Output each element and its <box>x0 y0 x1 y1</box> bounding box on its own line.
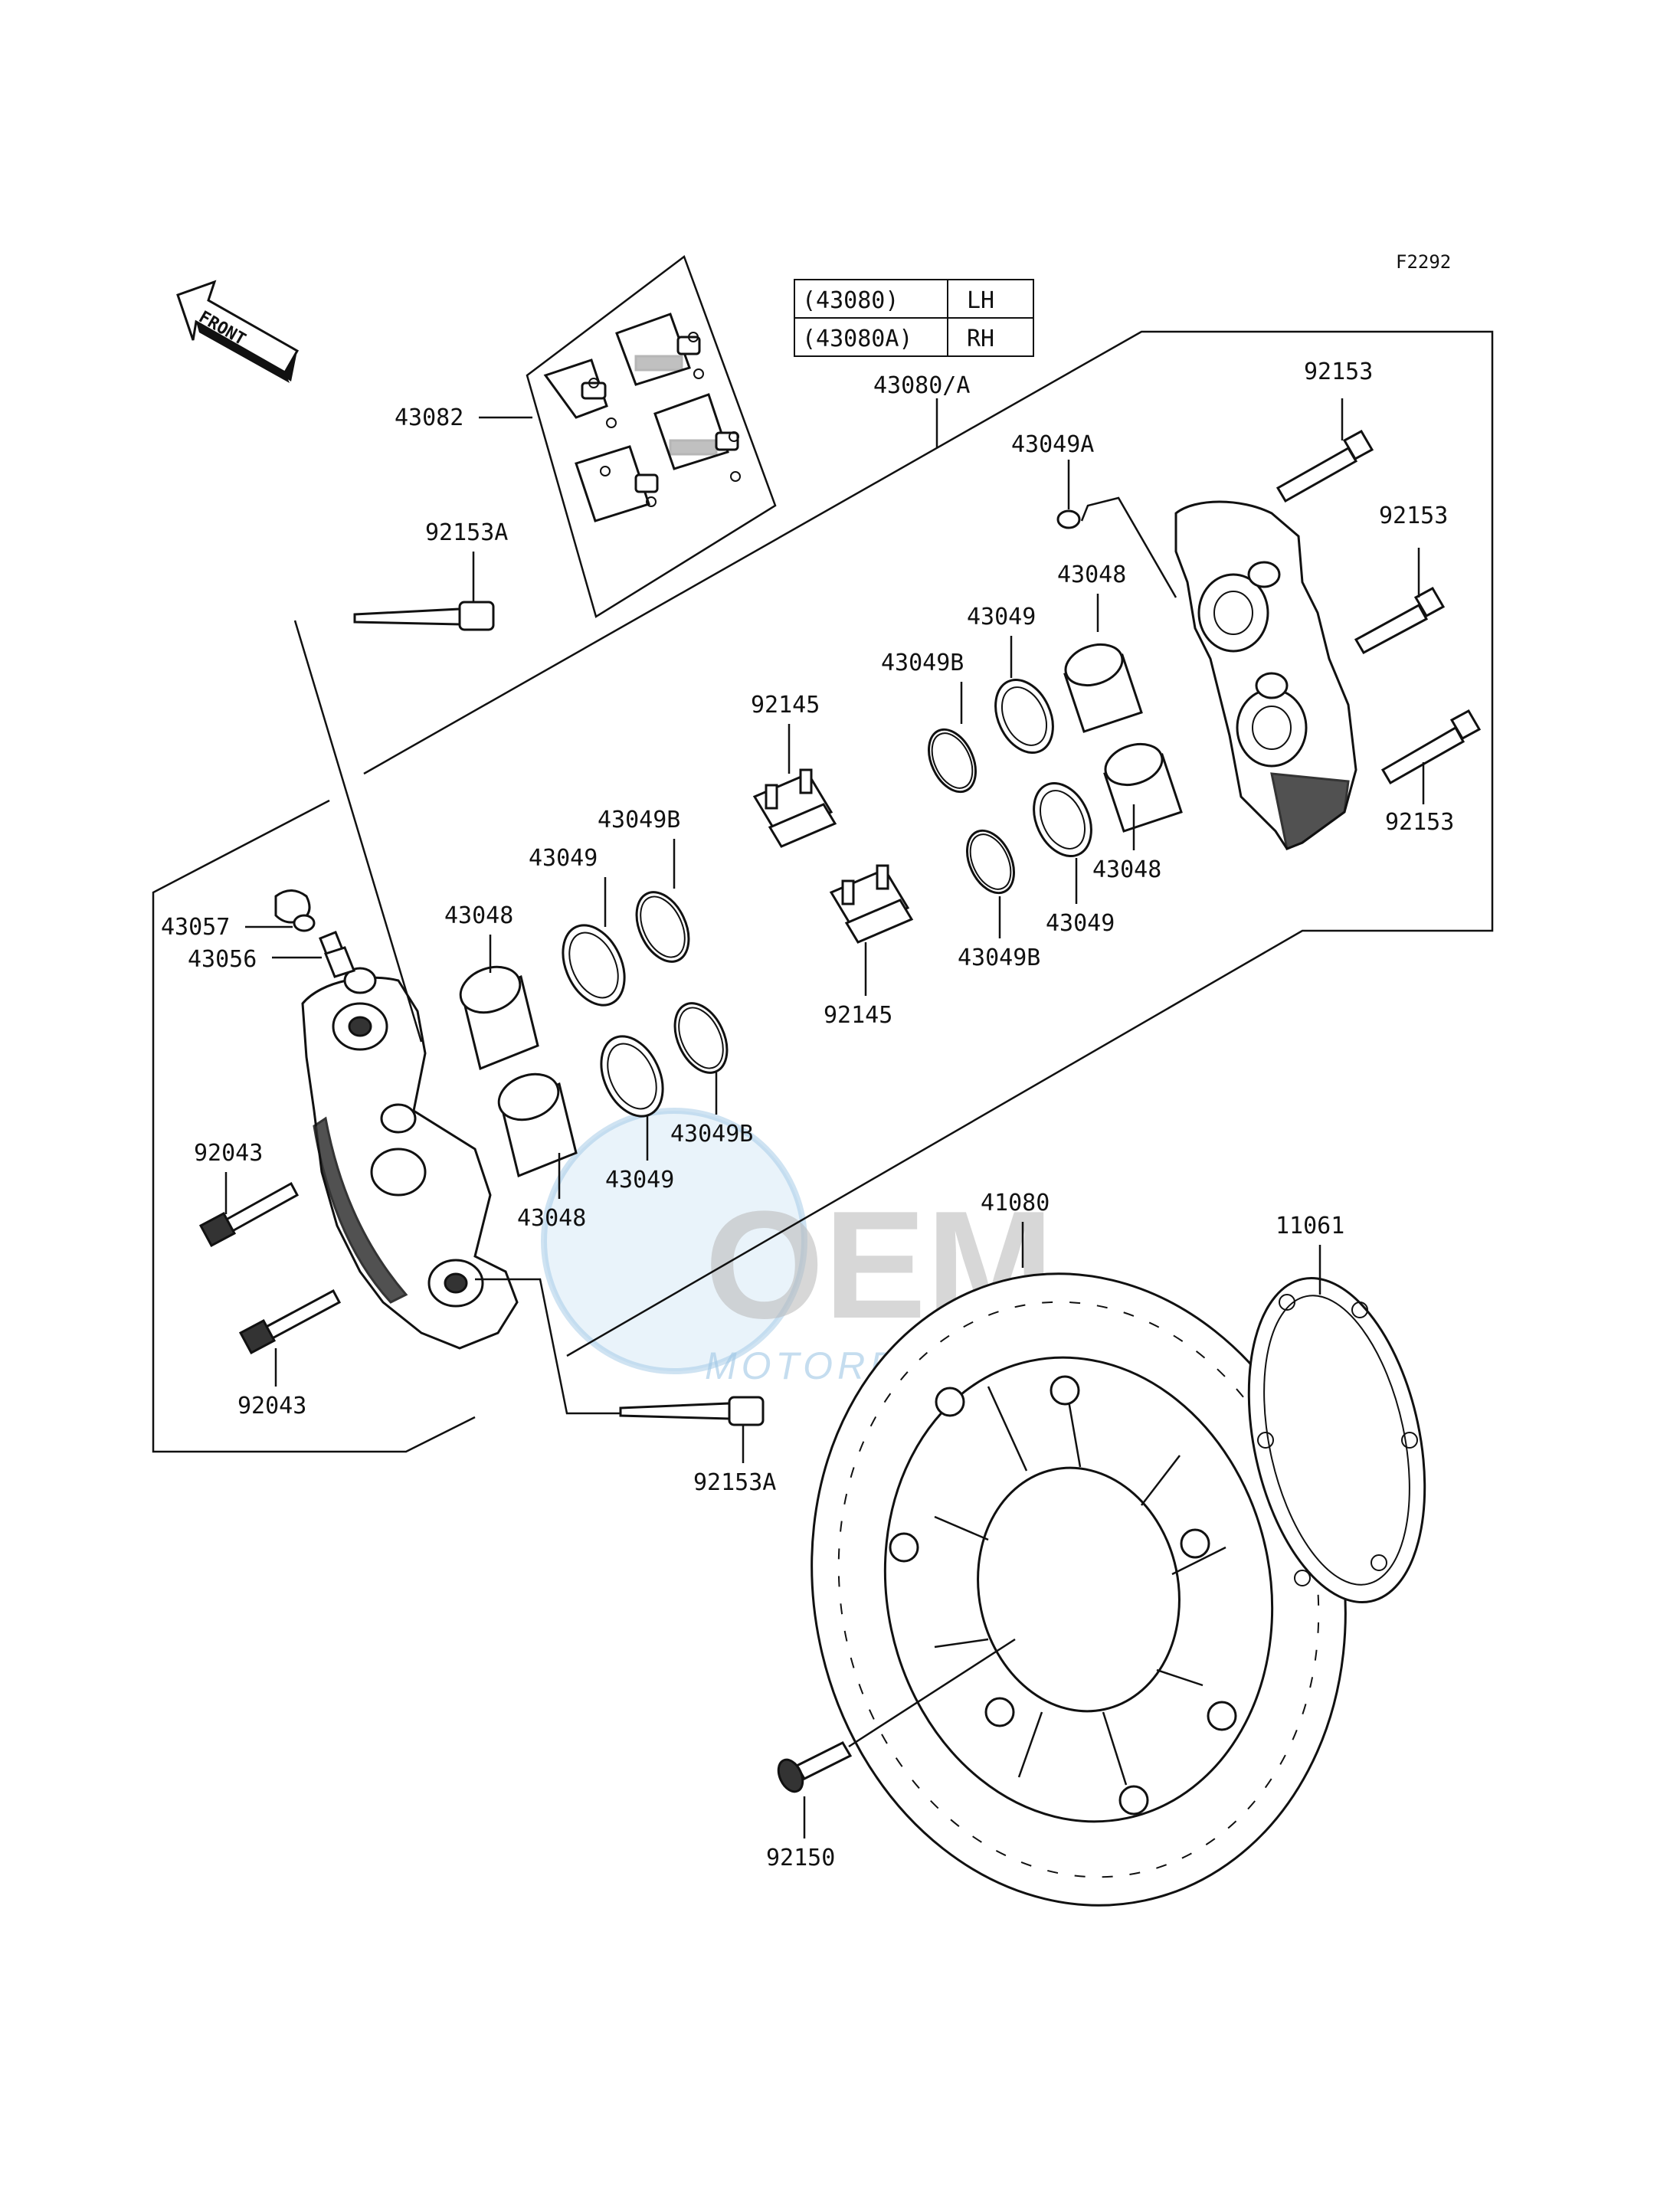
label-43057: 43057 <box>161 914 230 941</box>
label-caliper-assy: 43080/A <box>873 372 970 399</box>
disc-screw-92150-icon <box>777 1638 1016 1838</box>
label-92153a-lower: 92153A <box>693 1469 776 1496</box>
label-43049-l2: 43049 <box>605 1167 674 1193</box>
seal-43049b-l2 <box>673 1002 729 1115</box>
brake-pad-1 <box>543 359 617 428</box>
brake-pad-4 <box>653 393 741 482</box>
label-43048-l1: 43048 <box>444 902 513 929</box>
bolt-92153-top-icon <box>1276 398 1374 503</box>
brake-pad-2 <box>615 313 704 386</box>
label-92145-b: 92145 <box>824 1002 892 1029</box>
seal-43049b-l1 <box>635 839 690 963</box>
slide-pin-92043-a-icon <box>198 1172 300 1248</box>
brake-disc-41080 <box>811 1222 1347 1907</box>
bolt-92153a-upper-icon <box>293 552 495 1043</box>
label-43049a: 43049A <box>1011 431 1094 458</box>
brake-pad-3 <box>575 445 659 522</box>
variant-side-rh: RH <box>967 326 994 352</box>
label-92153-top: 92153 <box>1304 359 1373 385</box>
piston-43048-l1 <box>459 935 539 1071</box>
watermark: OEM MOTORPARTS <box>541 1108 1054 1387</box>
label-92043-b: 92043 <box>237 1393 306 1419</box>
bleeder-seal-43049a-icon <box>1056 460 1177 598</box>
label-92043-a: 92043 <box>194 1140 263 1167</box>
label-43049b-l1: 43049B <box>598 807 680 833</box>
variant-part-rh: (43080A) <box>802 326 913 352</box>
bolt-92153-low-icon <box>1380 709 1482 804</box>
piston-43048-r2 <box>1103 742 1183 850</box>
diagram-code: F2292 <box>1396 251 1451 273</box>
shim-11061 <box>1247 1245 1426 1603</box>
label-43048-l2: 43048 <box>517 1205 586 1232</box>
label-11061: 11061 <box>1276 1213 1344 1239</box>
label-92153a-upper: 92153A <box>425 519 508 546</box>
label-43049-r2: 43049 <box>1046 910 1115 937</box>
caliper-body-rh <box>1174 500 1357 851</box>
piston-43048-r1 <box>1063 594 1143 733</box>
label-43049b-l2: 43049B <box>670 1121 753 1148</box>
variant-table: (43080) LH (43080A) RH <box>794 279 1034 357</box>
pad-spring-92145-b-icon <box>829 864 914 996</box>
callout-labels: 43080/A 43082 92153 92153 92153 92153A 9… <box>161 359 1454 1871</box>
label-43082: 43082 <box>395 404 463 431</box>
label-92153-low: 92153 <box>1385 809 1454 836</box>
slide-pin-92043-b-icon <box>238 1288 342 1387</box>
label-92145-a: 92145 <box>751 692 820 719</box>
seal-43049-r2 <box>1033 781 1092 904</box>
caliper-assembly-outline <box>152 330 1494 1453</box>
label-43049b-r2: 43049B <box>958 945 1040 971</box>
front-arrow-icon: FRONT <box>176 280 300 383</box>
label-92150: 92150 <box>766 1845 835 1871</box>
bleeder-valve-43056-icon <box>272 931 355 978</box>
label-92153-mid: 92153 <box>1379 503 1448 529</box>
seal-43049b-r2 <box>966 829 1015 938</box>
seal-43049b-r1 <box>928 682 977 794</box>
caliper-body-lh <box>301 967 519 1350</box>
variant-side-lh: LH <box>967 287 994 314</box>
piston-43048-l2 <box>497 1072 578 1199</box>
label-43049-l1: 43049 <box>529 845 598 872</box>
label-43049b-r1: 43049B <box>881 650 964 676</box>
seal-43049-l1 <box>562 877 626 1007</box>
label-43048-r2: 43048 <box>1092 856 1161 883</box>
label-43048-r1: 43048 <box>1057 562 1126 588</box>
seal-43049-l2 <box>600 1035 664 1161</box>
variant-part-lh: (43080) <box>802 287 899 314</box>
label-43056: 43056 <box>188 946 257 973</box>
label-43049-r1: 43049 <box>967 604 1036 630</box>
label-41080: 41080 <box>981 1190 1050 1216</box>
bolt-92153-mid-icon <box>1354 548 1446 655</box>
bolt-92153a-lower-icon <box>475 1278 765 1463</box>
pad-spring-92145-a-icon <box>752 724 837 848</box>
seal-43049-r1 <box>994 636 1054 755</box>
bleeder-cap-43057-icon <box>245 889 316 932</box>
pad-set-box <box>479 254 777 618</box>
